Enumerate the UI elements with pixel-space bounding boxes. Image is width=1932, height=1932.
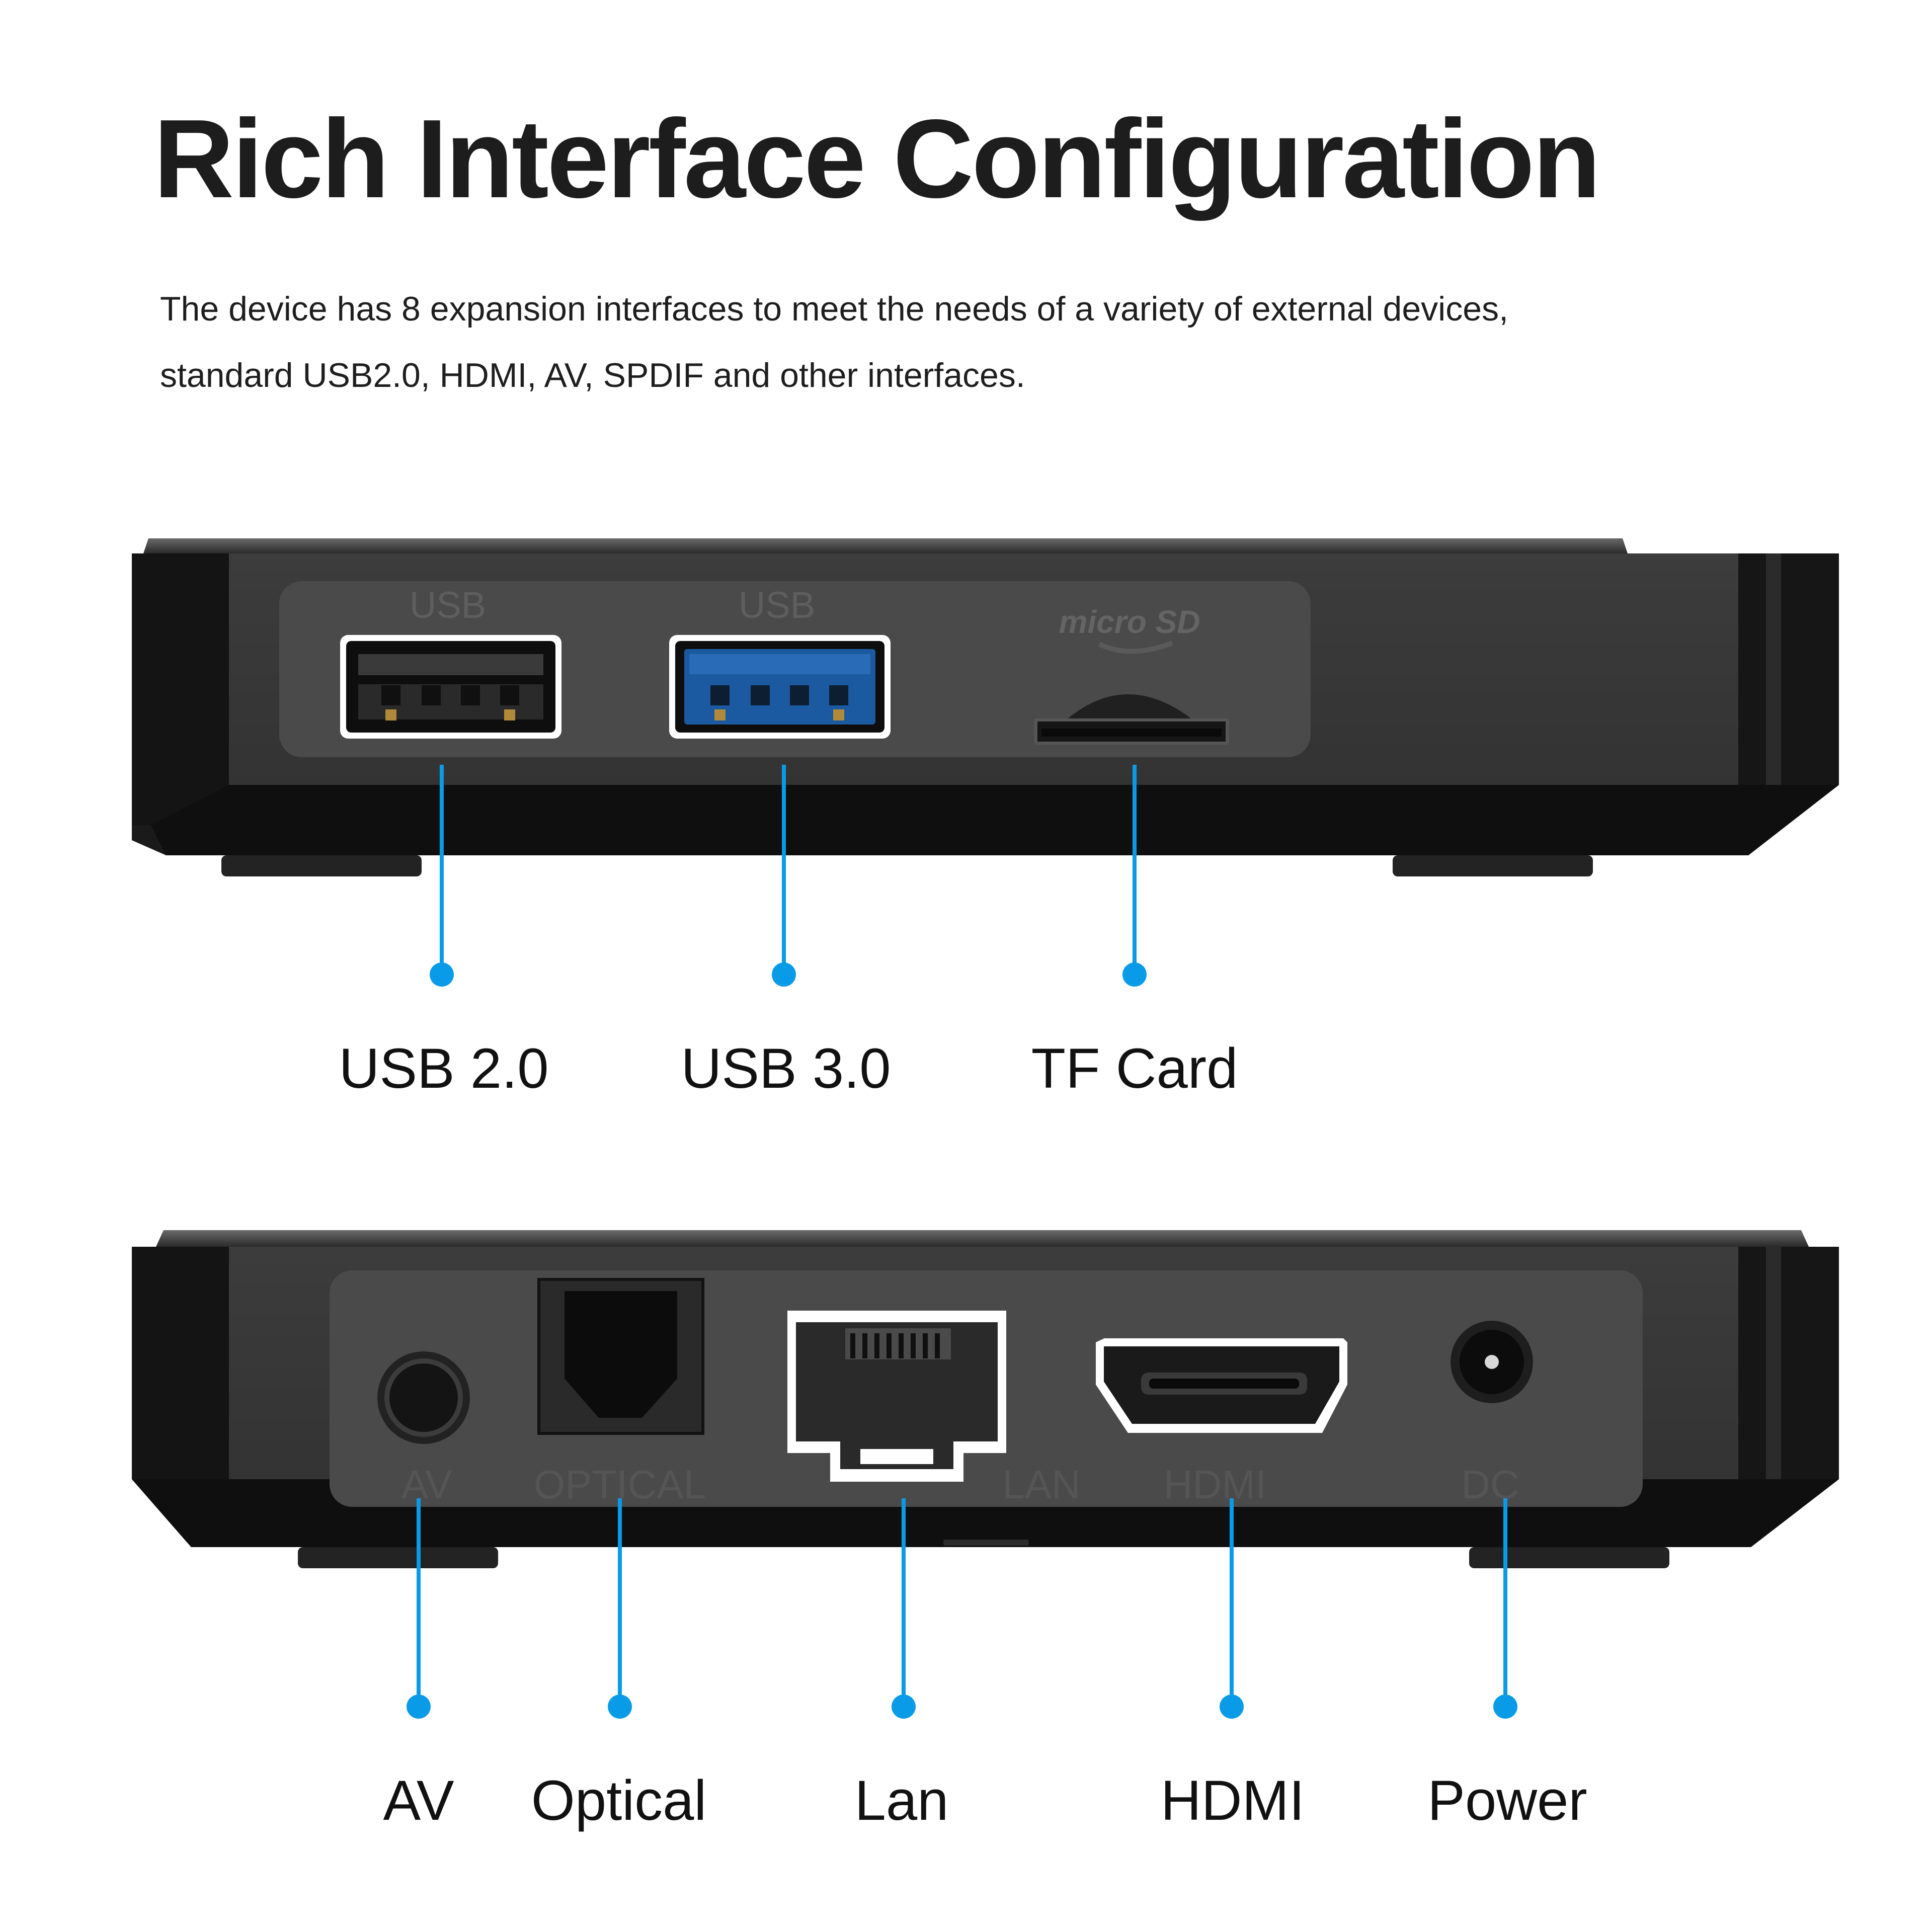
callout-dot-tf xyxy=(1122,962,1147,987)
label-power: Power xyxy=(1427,1769,1587,1832)
rear-silk-lan: LAN xyxy=(1002,1462,1081,1507)
label-av: AV xyxy=(383,1769,454,1832)
rear-right-bevel xyxy=(1738,1247,1839,1479)
rear-lid-edge xyxy=(156,1230,1809,1247)
rear-silk-av: AV xyxy=(401,1462,452,1507)
label-lan: Lan xyxy=(854,1769,949,1832)
optical-port xyxy=(537,1278,704,1435)
rear-silk-dc: DC xyxy=(1461,1462,1519,1507)
lan-port xyxy=(787,1311,1006,1482)
rear-silk-hdmi: HDMI xyxy=(1164,1462,1266,1507)
callout-dot-av xyxy=(407,1695,431,1719)
av-port xyxy=(377,1351,470,1444)
rear-center-notch xyxy=(943,1540,1029,1546)
rear-left-bevel xyxy=(132,1247,229,1479)
dc-port xyxy=(1451,1321,1533,1403)
callout-dot-hdmi xyxy=(1220,1695,1244,1719)
microsd-logo-text: micro SD xyxy=(1059,604,1200,640)
front-device: USB USB micro SD xyxy=(132,538,1839,987)
callout-dot-usb2 xyxy=(430,962,454,987)
usb3-port xyxy=(669,635,891,739)
page-title: Rich Interface Configuration xyxy=(153,97,1601,221)
rear-foot-right xyxy=(1469,1547,1669,1568)
description-line-2: standard USB2.0, HDMI, AV, SPDIF and oth… xyxy=(160,356,1025,394)
description-line-1: The device has 8 expansion interfaces to… xyxy=(160,290,1508,328)
callout-dot-optical xyxy=(608,1695,632,1719)
callout-dot-usb3 xyxy=(772,962,796,987)
rear-device: AV OPTICAL LAN HDMI DC xyxy=(132,1230,1839,1719)
front-foot-left xyxy=(221,855,422,876)
rear-callouts xyxy=(407,1498,1517,1719)
front-silk-usb-a: USB xyxy=(410,584,486,626)
rear-foot-left xyxy=(298,1547,498,1568)
front-left-bevel xyxy=(132,553,229,825)
tf-card-slot xyxy=(1034,694,1229,745)
hdmi-port xyxy=(1096,1338,1347,1433)
front-lid-edge xyxy=(143,538,1628,553)
front-callouts xyxy=(430,765,1147,987)
label-usb3: USB 3.0 xyxy=(681,1037,891,1100)
front-foot-right xyxy=(1393,855,1593,876)
front-silk-usb-b: USB xyxy=(739,584,815,626)
description: The device has 8 expansion interfaces to… xyxy=(160,276,1820,409)
usb2-port xyxy=(340,635,561,739)
label-usb2: USB 2.0 xyxy=(339,1037,549,1100)
label-optical: Optical xyxy=(531,1769,707,1832)
microsd-logo: micro SD xyxy=(1059,604,1200,654)
callout-dot-power xyxy=(1493,1695,1517,1719)
callout-dot-lan xyxy=(892,1695,916,1719)
label-tf-card: TF Card xyxy=(1031,1037,1238,1100)
front-bottom-lip xyxy=(151,785,1839,855)
rear-right-bevel-highlight xyxy=(1766,1247,1781,1479)
front-right-bevel-highlight xyxy=(1766,553,1781,785)
front-right-bevel xyxy=(1738,553,1839,785)
label-hdmi: HDMI xyxy=(1160,1769,1305,1832)
